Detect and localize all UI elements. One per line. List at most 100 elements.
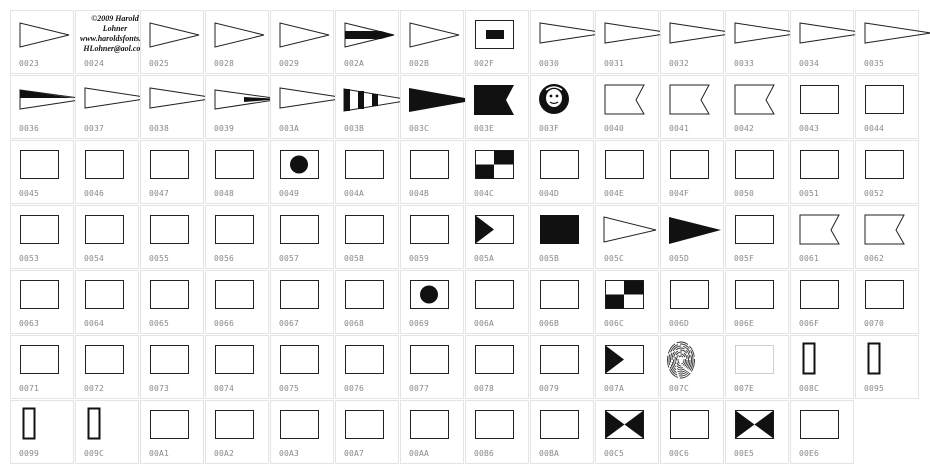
glyph-cell: 0052	[855, 140, 919, 204]
flag-rect-icon	[20, 150, 59, 179]
glyph-code: 0051	[799, 189, 820, 198]
flag-rect-icon	[20, 345, 59, 374]
glyph-code: 00A1	[149, 449, 170, 458]
glyph-cell: 006A	[465, 270, 529, 334]
vertical-bar-icon	[802, 342, 816, 375]
flag-solid-icon	[540, 215, 579, 244]
glyph-code: 004A	[344, 189, 365, 198]
glyph-code: 0029	[279, 59, 300, 68]
swallowtail-outline-icon	[604, 84, 645, 115]
glyph-code: 0067	[279, 319, 300, 328]
flag-rect-icon	[540, 280, 579, 309]
glyph-code: 0043	[799, 124, 820, 133]
glyph-cell: 0038	[140, 75, 217, 139]
glyph-cell: 003C	[400, 75, 476, 139]
glyph-cell: 0045	[10, 140, 74, 204]
glyph-cell: 0061	[790, 205, 854, 269]
glyph-code: 0076	[344, 384, 365, 393]
glyph-code: 0045	[19, 189, 40, 198]
glyph-cell: 0030	[530, 10, 607, 74]
flag-rect-icon	[215, 215, 254, 244]
glyph-code: 00AA	[409, 449, 430, 458]
flag-rect-icon	[280, 215, 319, 244]
glyph-cell: 0067	[270, 270, 334, 334]
glyph-code: 0058	[344, 254, 365, 263]
glyph-code: 0039	[214, 124, 235, 133]
glyph-cell: 0054	[75, 205, 139, 269]
glyph-code: 0049	[279, 189, 300, 198]
fingerprint-icon	[667, 341, 695, 379]
glyph-cell: 002B	[400, 10, 464, 74]
glyph-cell: 0035	[855, 10, 930, 74]
flag-black-square-icon	[475, 20, 514, 49]
glyph-cell: 003A	[270, 75, 347, 139]
pennant-long-black-top-icon	[19, 89, 87, 110]
glyph-code: 0040	[604, 124, 625, 133]
glyph-cell: 0072	[75, 335, 139, 399]
glyph-code: 0036	[19, 124, 40, 133]
glyph-cell: 0046	[75, 140, 139, 204]
glyph-code: 005F	[734, 254, 755, 263]
flag-rect-icon	[670, 280, 709, 309]
flag-rect-icon	[605, 150, 644, 179]
glyph-code: 004D	[539, 189, 560, 198]
pennant-long-outline-icon	[149, 87, 217, 109]
glyph-code: 007A	[604, 384, 625, 393]
glyph-cell: 0058	[335, 205, 399, 269]
glyph-cell: 003B	[335, 75, 412, 139]
glyph-code: 006A	[474, 319, 495, 328]
glyph-code: 005D	[669, 254, 690, 263]
glyph-cell: 0053	[10, 205, 74, 269]
pennant-long-outline-icon	[84, 87, 152, 109]
glyph-code: 0078	[474, 384, 495, 393]
flag-rect-icon	[735, 280, 774, 309]
glyph-cell: 0037	[75, 75, 152, 139]
glyph-code: 0025	[149, 59, 170, 68]
flag-rect-icon	[150, 280, 189, 309]
vertical-bar-icon	[87, 407, 101, 440]
glyph-code: 0056	[214, 254, 235, 263]
glyph-cell: 00E5	[725, 400, 789, 464]
glyph-code: 002F	[474, 59, 495, 68]
glyph-cell: 0073	[140, 335, 204, 399]
flag-rect-icon	[85, 150, 124, 179]
glyph-cell: 00A7	[335, 400, 399, 464]
glyph-cell: 0028	[205, 10, 269, 74]
flag-rect-icon	[85, 280, 124, 309]
flag-rect-icon	[345, 150, 384, 179]
glyph-code: 003B	[344, 124, 365, 133]
glyph-code: 0031	[604, 59, 625, 68]
flag-rect-icon	[150, 345, 189, 374]
pennant-wide-solid-icon	[669, 217, 721, 244]
glyph-code: 004F	[669, 189, 690, 198]
pennant-outline-icon	[279, 22, 330, 48]
flag-rect-icon	[20, 215, 59, 244]
flag-dot-icon	[410, 280, 449, 309]
glyph-code: 0095	[864, 384, 885, 393]
flag-rect-icon	[150, 410, 189, 439]
glyph-code: 0050	[734, 189, 755, 198]
glyph-code: 0057	[279, 254, 300, 263]
glyph-code: 0099	[19, 449, 40, 458]
flag-rect-icon	[215, 280, 254, 309]
glyph-code: 0042	[734, 124, 755, 133]
glyph-cell: 0070	[855, 270, 919, 334]
pennant-outline-icon	[149, 22, 200, 48]
pennant-wide-outline-icon	[603, 216, 657, 243]
flag-rect-icon	[215, 410, 254, 439]
glyph-cell: 003E	[465, 75, 529, 139]
flag-triangle-icon	[605, 345, 644, 374]
glyph-code: 0035	[864, 59, 885, 68]
glyph-code: 0066	[214, 319, 235, 328]
glyph-cell: 0047	[140, 140, 204, 204]
pennant-long-black-tip-icon	[214, 89, 282, 110]
glyph-cell: 006C	[595, 270, 659, 334]
flag-rect-icon	[540, 150, 579, 179]
flag-rect-icon	[345, 215, 384, 244]
flag-rect-icon	[800, 280, 839, 309]
glyph-code: 0055	[149, 254, 170, 263]
glyph-cell: 00A2	[205, 400, 269, 464]
glyph-cell: 00C5	[595, 400, 659, 464]
glyph-cell: 0033	[725, 10, 802, 74]
